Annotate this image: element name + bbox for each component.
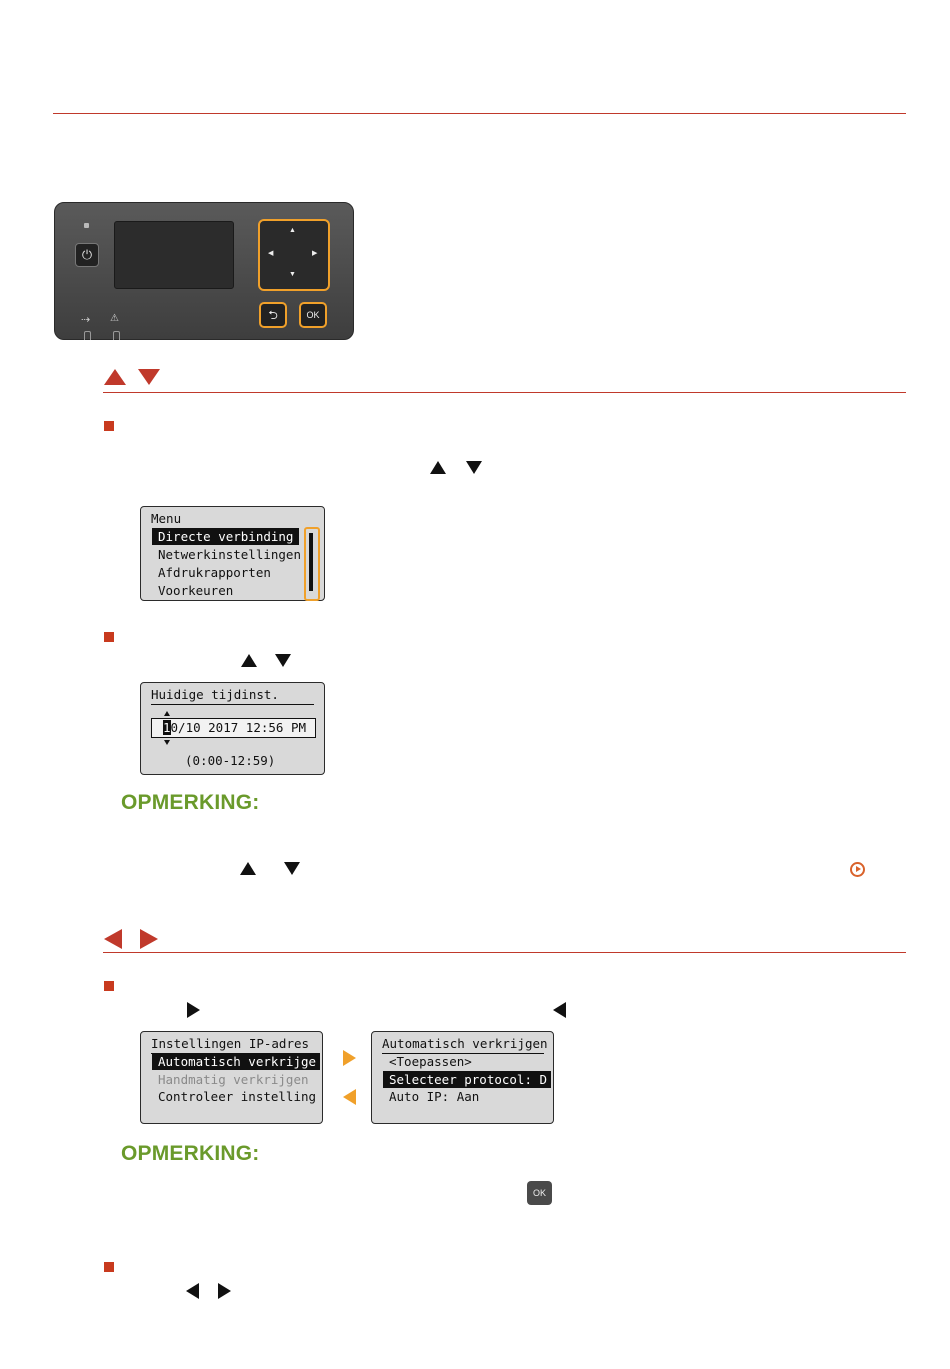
time-range: (0:00-12:59) bbox=[185, 753, 276, 768]
link-arrow-icon[interactable] bbox=[850, 862, 865, 877]
indicator-lamp bbox=[84, 223, 89, 228]
red-up-arrow-icon bbox=[104, 369, 126, 385]
lcd-ip-screen: Instellingen IP-adres Automatisch verkri… bbox=[140, 1031, 323, 1124]
data-lamp bbox=[84, 331, 91, 340]
lcd-menu-item[interactable]: Netwerkinstellingen bbox=[158, 547, 301, 562]
back-button[interactable]: ⮌ bbox=[259, 302, 287, 328]
lcd-menu-item[interactable]: Voorkeuren bbox=[158, 583, 234, 598]
time-input-field[interactable] bbox=[151, 718, 316, 738]
spin-down-icon[interactable] bbox=[164, 740, 170, 745]
bullet-square bbox=[104, 632, 114, 642]
orange-right-arrow-icon bbox=[343, 1050, 356, 1066]
lcd-menu-item[interactable]: Controleer instelling bbox=[158, 1089, 317, 1104]
data-indicator-icon: ⇢ bbox=[81, 314, 91, 326]
inline-left-arrow-icon bbox=[186, 1283, 199, 1299]
lcd-title-underline bbox=[151, 704, 314, 705]
spin-up-icon[interactable] bbox=[164, 711, 170, 716]
inline-up-arrow-icon bbox=[240, 862, 256, 875]
note-label: OPMERKING: bbox=[121, 1142, 260, 1165]
top-rule bbox=[53, 113, 906, 114]
right-key[interactable]: ▶ bbox=[312, 250, 318, 257]
time-cursor: 1 bbox=[163, 720, 171, 735]
inline-down-arrow-icon bbox=[284, 862, 300, 875]
lcd-menu-item[interactable]: Automatisch verkrijge bbox=[152, 1053, 321, 1070]
lcd-title: Instellingen IP-adres bbox=[151, 1036, 310, 1051]
lcd-title: Automatisch verkrijgen bbox=[382, 1036, 548, 1051]
bullet-square bbox=[104, 421, 114, 431]
ok-button[interactable]: OK bbox=[299, 302, 327, 328]
back-icon: ⮌ bbox=[268, 308, 278, 322]
lcd-menu-item[interactable]: Directe verbinding bbox=[152, 528, 300, 545]
down-key[interactable]: ▼ bbox=[289, 271, 296, 278]
panel-display bbox=[114, 221, 234, 289]
link-arrow-triangle bbox=[856, 866, 861, 872]
dpad: ▲ ▼ ◀ ▶ bbox=[258, 219, 330, 291]
error-indicator-icon: ⚠ bbox=[110, 313, 119, 324]
red-down-arrow-icon bbox=[138, 369, 160, 385]
inline-right-arrow-icon bbox=[218, 1283, 231, 1299]
lcd-title: Huidige tijdinst. bbox=[151, 687, 279, 702]
section-leftright-rule bbox=[103, 952, 906, 953]
time-value: 10/10 2017 12:56 PM bbox=[163, 719, 306, 736]
lcd-menu-item[interactable]: Handmatig verkrijgen bbox=[158, 1072, 309, 1087]
inline-up-arrow-icon bbox=[430, 461, 446, 474]
time-value-rest: 0/10 2017 12:56 PM bbox=[170, 720, 306, 735]
ok-key-label: OK bbox=[532, 1188, 546, 1198]
inline-up-arrow-icon bbox=[241, 654, 257, 667]
lcd-time-screen: Huidige tijdinst. 10/10 2017 12:56 PM (0… bbox=[140, 682, 325, 775]
lcd-menu-item[interactable]: Auto IP: Aan bbox=[389, 1089, 480, 1104]
lcd-menu-item[interactable]: Selecteer protocol: D bbox=[383, 1071, 552, 1088]
bullet-square bbox=[104, 1262, 114, 1272]
inline-left-arrow-icon bbox=[553, 1002, 566, 1018]
power-icon: ⏻ bbox=[81, 247, 93, 262]
orange-left-arrow-icon bbox=[343, 1089, 356, 1105]
lcd-menu-item[interactable]: <Toepassen> bbox=[389, 1054, 472, 1069]
ok-label: OK bbox=[306, 310, 320, 320]
lcd-scrollbar[interactable] bbox=[304, 527, 320, 601]
red-right-arrow-icon bbox=[140, 929, 158, 949]
lcd-menu-screen: Menu Directe verbinding Netwerkinstellin… bbox=[140, 506, 325, 601]
section-updown-rule bbox=[103, 392, 906, 393]
inline-right-arrow-icon bbox=[187, 1002, 200, 1018]
power-button[interactable]: ⏻ bbox=[75, 243, 99, 267]
lcd-title-underline bbox=[382, 1053, 544, 1054]
operation-panel: ⏻ ▲ ▼ ◀ ▶ ⮌ OK ⇢ ⚠ bbox=[54, 202, 354, 340]
error-lamp bbox=[113, 331, 120, 340]
inline-down-arrow-icon bbox=[275, 654, 291, 667]
red-left-arrow-icon bbox=[104, 929, 122, 949]
bullet-square bbox=[104, 981, 114, 991]
scrollbar-thumb bbox=[309, 533, 313, 591]
ok-key-icon: OK bbox=[527, 1181, 552, 1205]
lcd-menu-item[interactable]: Afdrukrapporten bbox=[158, 565, 271, 580]
left-key[interactable]: ◀ bbox=[268, 250, 274, 257]
inline-down-arrow-icon bbox=[466, 461, 482, 474]
lcd-title: Menu bbox=[151, 511, 182, 526]
note-label: OPMERKING: bbox=[121, 791, 260, 814]
up-key[interactable]: ▲ bbox=[289, 227, 296, 234]
lcd-auto-screen: Automatisch verkrijgen <Toepassen> Selec… bbox=[371, 1031, 554, 1124]
